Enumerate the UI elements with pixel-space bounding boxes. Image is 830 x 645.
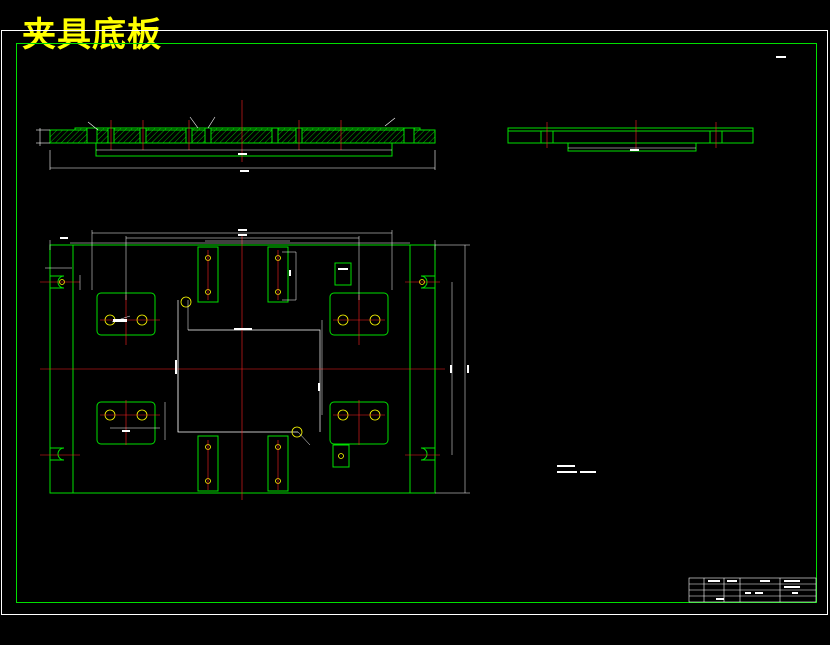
title-block-marks xyxy=(708,580,800,600)
dimension-text-marks xyxy=(60,149,639,432)
surface-finish-mark xyxy=(776,56,786,58)
side-view xyxy=(507,120,754,152)
technical-notes xyxy=(557,465,596,473)
drawing-title: 夹具底板 xyxy=(22,15,162,55)
sheet-border xyxy=(1,30,828,615)
plan-dimensions xyxy=(45,230,470,494)
plan-centerlines xyxy=(40,235,445,500)
title-block xyxy=(688,577,817,603)
drawing-frame xyxy=(16,43,817,603)
front-view-annotations xyxy=(36,100,436,170)
front-section-view xyxy=(49,127,436,157)
